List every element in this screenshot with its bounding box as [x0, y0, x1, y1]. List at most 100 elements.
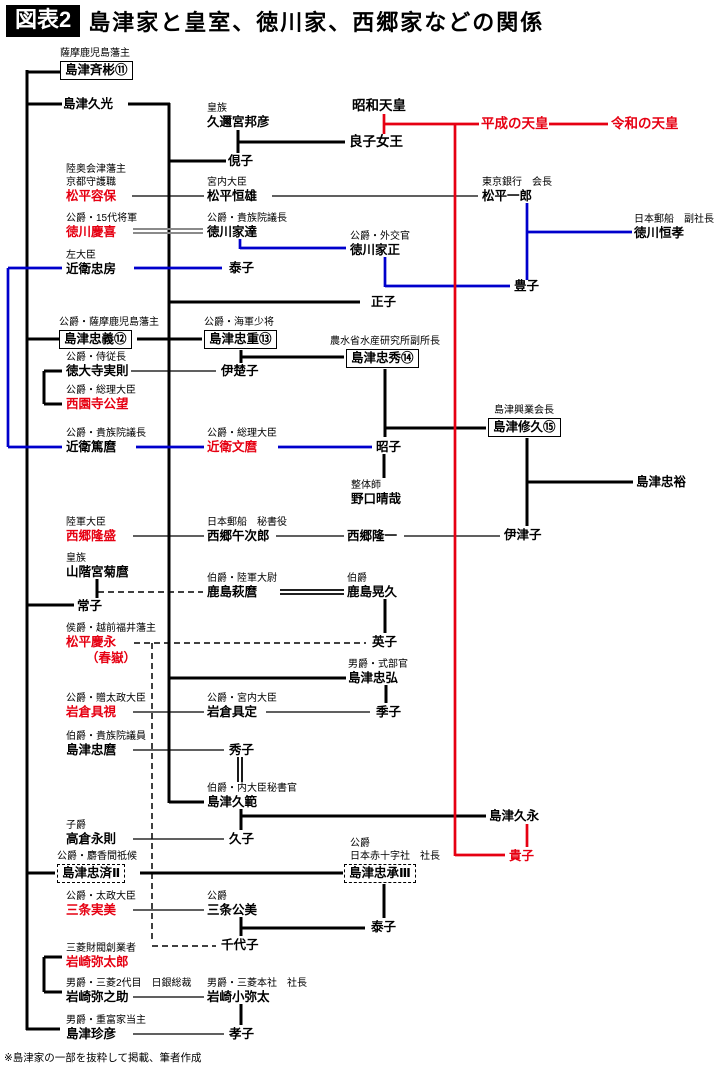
- person-saigo-gojiro: 日本郵船 秘書役西郷午次郎: [207, 517, 287, 543]
- person-title: 京都守護職: [66, 177, 116, 188]
- person-name: 昭子: [376, 440, 402, 454]
- person-name: 正子: [371, 295, 397, 309]
- person-title: 侯爵・越前福井藩主: [66, 623, 156, 634]
- person-yasuko: 泰子: [229, 261, 255, 275]
- person-title: 整体師: [351, 480, 381, 491]
- person-title: 陸奥会津藩主: [66, 164, 126, 175]
- person-shimazu-hisamitsu: 島津久光: [63, 97, 114, 111]
- person-name: 徳川慶喜: [66, 225, 117, 239]
- person-iwasaki-koyata: 男爵・三菱本社 社長岩崎小弥太: [207, 978, 307, 1004]
- person-name: 近衛忠房: [66, 262, 117, 276]
- person-name: 徳川恒孝: [634, 226, 685, 240]
- lines-solid-thin: [131, 195, 500, 1035]
- person-title: 公爵・太政大臣: [66, 891, 136, 902]
- person-emperor-heisei: 平成の天皇: [481, 117, 549, 130]
- person-saionji-kinmochi: 公爵・総理大臣西園寺公望: [66, 385, 136, 411]
- person-name: 岩倉具定: [207, 705, 258, 719]
- person-shimazu-hisanori: 伯爵・内大臣秘書官島津久範: [207, 783, 297, 809]
- person-matsudaira-tsuneo: 宮内大臣松平恒雄: [207, 177, 258, 203]
- lines-double-black: [237, 589, 344, 782]
- person-nagako-joo: 良子女王: [349, 135, 403, 148]
- person-name: 豊子: [514, 279, 540, 293]
- person-isoko: 伊楚子: [221, 365, 259, 378]
- person-takako: 貴子: [509, 850, 535, 863]
- person-name: 島津久光: [63, 97, 114, 111]
- person-yamashinanomiya-kikumaro: 皇族山階宮菊麿: [66, 553, 129, 579]
- person-name: 松平慶永: [66, 635, 117, 649]
- person-tsuneko: 常子: [77, 600, 103, 613]
- person-name: 岩倉具視: [66, 705, 117, 719]
- person-konoe-tadafusa: 左大臣近衛忠房: [66, 250, 117, 276]
- person-tokugawa-tsunenari: 日本郵船 副社長徳川恒孝: [634, 214, 714, 240]
- person-itsuko: 伊津子: [504, 529, 542, 542]
- person-name-alias: （春嶽）: [86, 651, 137, 665]
- person-akiko: 昭子: [376, 440, 402, 454]
- person-title: 左大臣: [66, 250, 96, 261]
- person-tokugawa-iesato: 公爵・貴族院議長徳川家達: [207, 213, 287, 239]
- person-matsudaira-katamori: 陸奥会津藩主京都守護職松平容保: [66, 164, 126, 203]
- person-name: 島津忠弘: [348, 671, 399, 685]
- person-name: 泰子: [229, 261, 255, 275]
- person-iwakura-tomosada: 公爵・宮内大臣岩倉具定: [207, 693, 277, 719]
- person-title: 男爵・三菱2代目 日銀総裁: [66, 978, 192, 989]
- lines-red: [382, 114, 608, 857]
- person-name: 岩崎小弥太: [207, 990, 270, 1004]
- person-name: 島津忠承Ⅲ: [344, 864, 416, 883]
- person-title: 皇族: [207, 103, 227, 114]
- person-title: 日本赤十字社 社長: [350, 851, 440, 862]
- person-name: 鹿島晃久: [347, 585, 398, 599]
- person-sueko: 季子: [376, 706, 402, 719]
- person-title: 陸軍大臣: [66, 517, 106, 528]
- person-name: 平成の天皇: [481, 116, 549, 131]
- person-title: 伯爵・内大臣秘書官: [207, 783, 297, 794]
- person-title: 薩摩鹿児島藩主: [60, 48, 130, 59]
- person-toyoko: 豊子: [514, 279, 540, 293]
- person-konoe-fumimaro: 公爵・総理大臣近衛文麿: [207, 428, 277, 454]
- person-chikako: 俔子: [228, 154, 254, 168]
- person-shimazu-nariakira-11: 薩摩鹿児島藩主島津斉彬⑪: [60, 48, 133, 80]
- person-title: 公爵・15代将軍: [66, 213, 138, 224]
- person-shimazu-tadahiro-2: 男爵・式部官島津忠弘: [348, 659, 408, 685]
- person-name: 島津斉彬⑪: [60, 61, 133, 80]
- person-shimazu-tadayoshi-12: 公爵・薩摩鹿児島藩主島津忠義⑫: [59, 317, 159, 349]
- person-title: 公爵・海軍少将: [204, 317, 274, 328]
- person-name: 千代子: [221, 938, 259, 952]
- person-title: 男爵・三菱本社 社長: [207, 978, 307, 989]
- person-name: 伊楚子: [221, 364, 259, 378]
- person-name: 昭和天皇: [352, 98, 406, 113]
- person-name: 近衛篤麿: [66, 440, 117, 454]
- lines-solid-thick: [25, 70, 633, 1031]
- person-title: 男爵・重富家当主: [66, 1015, 146, 1026]
- person-shimazu-tadamaro: 伯爵・貴族院議員島津忠麿: [66, 731, 146, 757]
- person-title: 公爵・総理大臣: [207, 428, 277, 439]
- person-shimazu-nobuhisa-15: 島津興業会長島津修久⑮: [488, 405, 561, 437]
- lines-double-gray: [133, 228, 203, 234]
- person-title: 公爵・総理大臣: [66, 385, 136, 396]
- person-name: 泰子: [371, 920, 397, 934]
- person-iwasaki-yanosuke: 男爵・三菱2代目 日銀総裁岩崎弥之助: [66, 978, 192, 1004]
- person-title: 公爵・薩摩鹿児島藩主: [59, 317, 159, 328]
- person-name: 孝子: [229, 1027, 255, 1041]
- person-title: 公爵: [207, 891, 227, 902]
- person-iwasaki-yataro: 三菱財閥創業者岩崎弥太郎: [66, 943, 136, 969]
- person-name: 伊津子: [504, 528, 542, 542]
- person-title: 島津興業会長: [494, 405, 554, 416]
- person-iwakura-tomomi: 公爵・贈太政大臣岩倉具視: [66, 693, 146, 719]
- person-title: 公爵・外交官: [350, 231, 410, 242]
- person-hisako: 久子: [229, 832, 255, 846]
- person-name: 秀子: [229, 743, 255, 757]
- person-shimazu-tadahiro: 島津忠裕: [636, 476, 687, 489]
- person-name: 令和の天皇: [611, 116, 679, 131]
- person-name: 松平容保: [66, 189, 117, 203]
- person-konoe-atsumaro: 公爵・貴族院議長近衛篤麿: [66, 428, 146, 454]
- person-name: 俔子: [228, 154, 254, 168]
- person-shimazu-hisanaga: 島津久永: [489, 810, 540, 823]
- person-name: 島津久範: [207, 795, 258, 809]
- person-name: 松平恒雄: [207, 189, 258, 203]
- person-name: 久子: [229, 832, 255, 846]
- person-title: 宮内大臣: [207, 177, 247, 188]
- person-hideko: 秀子: [229, 743, 255, 757]
- person-title: 公爵・侍従長: [66, 352, 126, 363]
